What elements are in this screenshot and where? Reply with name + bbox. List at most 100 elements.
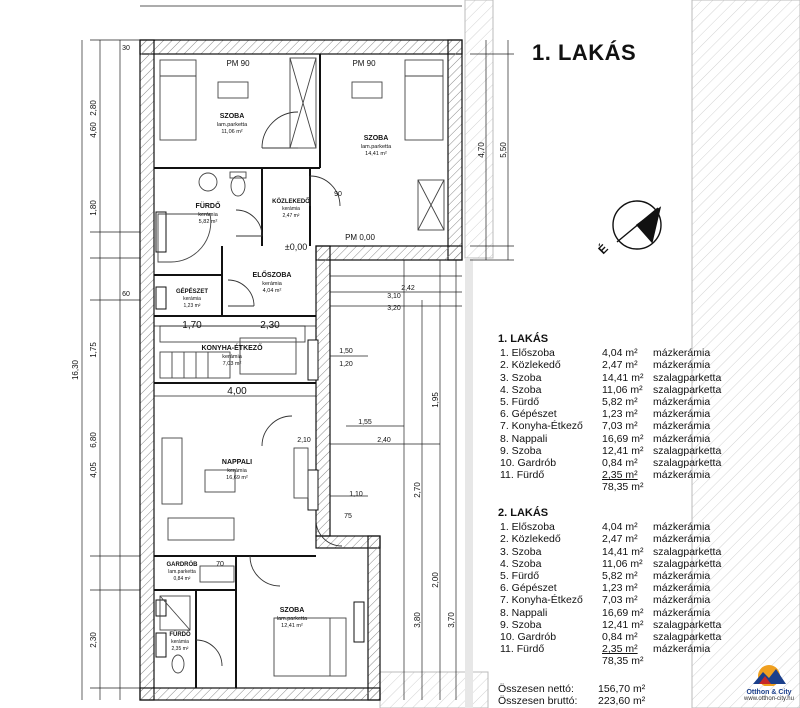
room-area: 4,04 m² <box>602 521 638 534</box>
room-10-name: SZOBA <box>280 607 305 614</box>
room-floor: szalagparketta <box>653 545 722 558</box>
sofa-bottom <box>167 517 235 541</box>
room-10-floor: lam.parketta <box>277 616 308 622</box>
room-floor: mázkerámia <box>653 359 711 372</box>
room-floor: mázkerámia <box>653 469 711 482</box>
room-name: 8. Nappali <box>500 606 548 619</box>
room-name: 1. Előszoba <box>500 347 555 360</box>
dimension-lines <box>81 5 514 700</box>
bed-3 <box>273 617 347 677</box>
pm-label-2: PM 90 <box>352 59 376 68</box>
kitchen-island <box>239 337 297 375</box>
dim-155: 1,55 <box>358 419 372 426</box>
room-8-name: NAPPALI <box>222 459 252 466</box>
room-name: 10. Gardrób <box>500 456 557 469</box>
dim-195: 1,95 <box>431 392 440 408</box>
room-4-name: KÖZLEKEDŐ <box>272 198 310 205</box>
room-10-area: 12,41 m² <box>281 623 303 629</box>
logo-url-text: www.otthon-city.hu <box>744 696 794 702</box>
room-area: 16,69 m² <box>602 606 644 619</box>
dim-230b: 2,30 <box>89 632 98 648</box>
room-1-name: SZOBA <box>220 113 245 120</box>
room-area: 2,47 m² <box>602 533 638 546</box>
dim-120: 1,20 <box>339 361 353 368</box>
room-1-floor: lam.parketta <box>217 122 248 128</box>
room-area: 11,06 m² <box>602 383 643 396</box>
gross-total-label: Összesen bruttó: <box>498 695 578 707</box>
dim-110: 1,10 <box>349 491 363 498</box>
windows <box>155 211 365 658</box>
room-floor: szalagparketta <box>653 557 722 570</box>
furniture <box>157 57 445 677</box>
room-name: 6. Gépészet <box>500 408 557 421</box>
room-area: 2,35 m² <box>602 643 638 656</box>
room-3-floor: kerámia <box>198 212 219 218</box>
net-total-label: Összesen nettó: <box>498 683 574 695</box>
dim-470: 4,70 <box>477 142 486 158</box>
dim-30: 30 <box>122 45 130 52</box>
door-swings <box>195 111 343 667</box>
room-name: 5. Fürdő <box>500 395 540 408</box>
room-area: 7,03 m² <box>602 594 638 607</box>
room-2-area: 14,41 m² <box>365 151 387 157</box>
dim-175: 1,75 <box>89 342 98 358</box>
toilet-2 <box>171 654 185 674</box>
room-name: 3. Szoba <box>500 371 542 384</box>
room-floor: mázkerámia <box>653 347 711 360</box>
dim-242: 2,42 <box>401 285 415 292</box>
sofa-left <box>161 437 183 505</box>
room-floor: mázkerámia <box>653 582 711 595</box>
room-floor: mázkerámia <box>653 606 711 619</box>
room-8-floor: kerámia <box>227 468 248 474</box>
room-area: 12,41 m² <box>602 618 644 631</box>
coffee-table <box>204 469 236 493</box>
room-4-floor: kerámia <box>282 206 300 212</box>
room-area: 5,82 m² <box>602 395 638 408</box>
table-total-row: 78,35 m² <box>498 481 726 493</box>
pm-label-3: PM 0,00 <box>345 233 375 242</box>
page-title: 1. LAKÁS <box>532 40 637 65</box>
room-floor: szalagparketta <box>653 371 722 384</box>
table-row: 9. Szoba 12,41 m² szalagparketta <box>498 619 726 631</box>
room-11-floor: kerámia <box>171 639 189 645</box>
dim-380: 3,80 <box>413 612 422 628</box>
room-name: 3. Szoba <box>500 545 542 558</box>
room-floor: szalagparketta <box>653 444 722 457</box>
gross-total-value: 223,60 m² <box>598 695 646 707</box>
gross-total-row: Összesen bruttó: 223,60 m² <box>498 695 738 707</box>
dim-240: 2,40 <box>377 437 391 444</box>
room-floor: szalagparketta <box>653 618 722 631</box>
room-name: 9. Szoba <box>500 618 542 631</box>
room-area: 0,84 m² <box>602 630 638 643</box>
logo-house-icon <box>753 665 786 687</box>
room-floor: mázkerámia <box>653 395 711 408</box>
room-name: 11. Fürdő <box>500 469 545 482</box>
room-area: 1,23 m² <box>602 582 638 595</box>
room-6-floor: kerámia <box>183 296 201 302</box>
room-area: 2,35 m² <box>602 469 638 482</box>
wardrobe-3 <box>199 565 235 583</box>
dim-230: 2,30 <box>260 320 280 331</box>
dim-310: 3,10 <box>387 293 401 300</box>
room-name: 4. Szoba <box>500 383 542 396</box>
wardrobe-1 <box>289 57 317 149</box>
room-name: 7. Konyha-Étkező <box>500 594 583 607</box>
compass <box>612 200 662 250</box>
site-gray-band <box>465 258 473 708</box>
dim-200: 2,00 <box>431 572 440 588</box>
room-name: 2. Közlekedő <box>500 533 561 546</box>
dim-90: 90 <box>334 191 342 198</box>
dim-170: 1,70 <box>182 320 202 331</box>
room-name: 11. Fürdő <box>500 643 545 656</box>
